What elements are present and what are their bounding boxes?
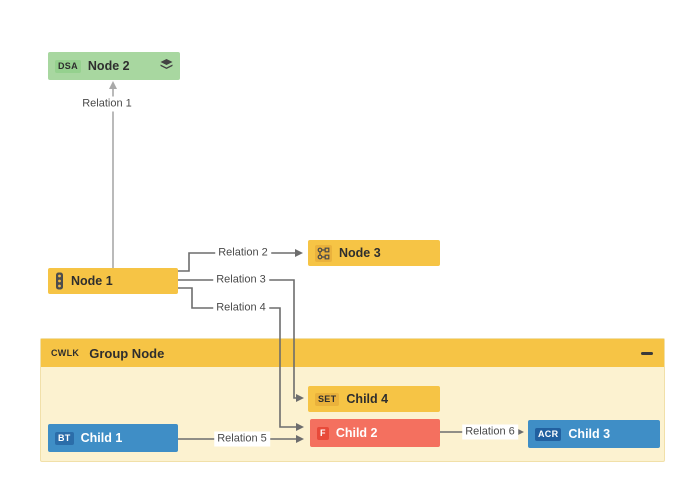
edge-label-relation-2: Relation 2 (215, 245, 271, 261)
node-2-type-badge: DSA (55, 59, 81, 73)
node-3[interactable]: Node 3 (308, 240, 440, 266)
collapse-group-button[interactable] (640, 346, 654, 360)
node-1[interactable]: Node 1 (48, 268, 178, 294)
workflow-icon (315, 244, 332, 262)
child-2[interactable]: F Child 2 (310, 419, 440, 447)
edge-label-relation-6: Relation 6 (462, 424, 518, 440)
minus-icon (641, 351, 653, 355)
child-1-label: Child 1 (80, 431, 123, 445)
group-node-header[interactable]: CWLK Group Node (41, 339, 664, 367)
group-type-badge: CWLK (51, 347, 80, 358)
node-2[interactable]: DSA Node 2 (48, 52, 180, 80)
child-3-type-badge: ACR (535, 427, 562, 441)
child-1[interactable]: BT Child 1 (48, 424, 178, 452)
edge-label-relation-4: Relation 4 (213, 300, 269, 316)
child-1-type-badge: BT (55, 431, 74, 445)
child-3-label: Child 3 (568, 427, 611, 441)
node-3-label: Node 3 (339, 246, 381, 260)
child-2-label: Child 2 (335, 426, 378, 440)
node-1-label: Node 1 (71, 274, 113, 288)
edge-label-relation-1: Relation 1 (79, 96, 135, 112)
child-2-type-badge: F (317, 426, 329, 440)
pipeline-icon (55, 272, 64, 290)
layers-icon (160, 58, 173, 74)
child-3[interactable]: ACR Child 3 (528, 420, 660, 448)
node-2-label: Node 2 (87, 59, 130, 73)
child-4-label: Child 4 (346, 392, 389, 406)
child-4-type-badge: SET (315, 392, 340, 406)
child-4[interactable]: SET Child 4 (308, 386, 440, 412)
group-title: Group Node (89, 345, 165, 361)
edge-label-relation-5: Relation 5 (214, 431, 270, 447)
edge-label-relation-3: Relation 3 (213, 272, 269, 288)
